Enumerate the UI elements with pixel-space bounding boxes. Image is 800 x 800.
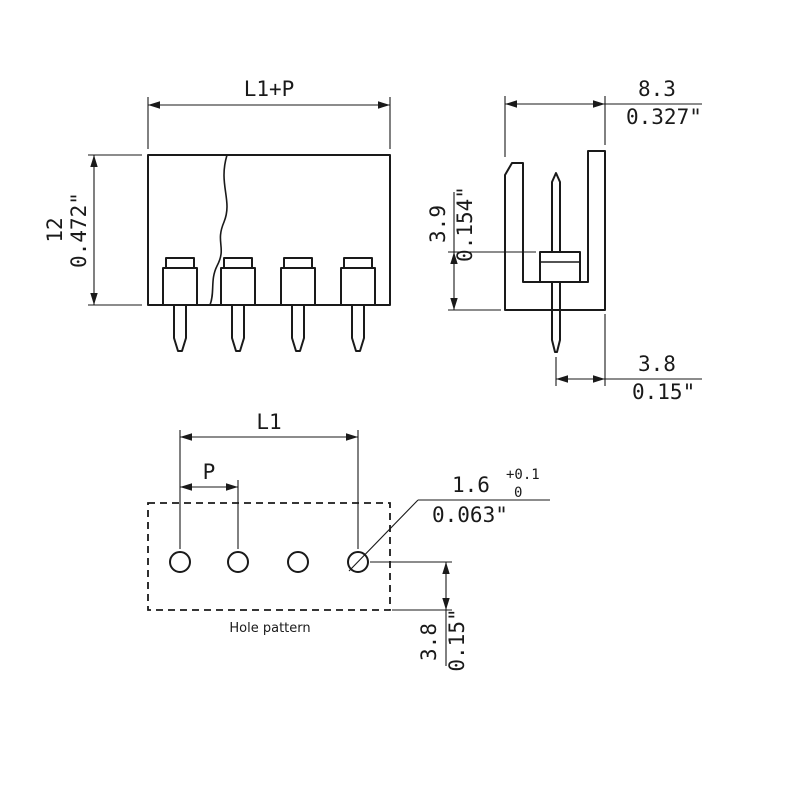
side-view: 8.3 0.327" 3.9 0.154" 3.8 0.15" [426, 77, 702, 404]
pin-collar-top [343, 257, 373, 269]
pin-collar-top [283, 257, 313, 269]
hole-diameter-tol-upper: +0.1 [506, 467, 540, 483]
hole-span-label: L1 [256, 410, 281, 434]
dimension-side-pin-offset: 3.8 0.15" [555, 314, 702, 404]
callout-hole-diameter: 1.6 +0.1 0 0.063" [348, 467, 550, 572]
hole-pitch-label: P [203, 460, 216, 484]
hole-2 [227, 551, 249, 573]
pin-collar-top [165, 257, 195, 269]
hole-diameter-mm: 1.6 [452, 473, 490, 497]
hole-1 [169, 551, 191, 573]
solder-pin-side [551, 281, 561, 353]
dimension-side-shoulder: 3.9 0.154" [426, 186, 536, 311]
leader-line [348, 499, 419, 572]
pin-4 [340, 257, 376, 352]
row-offset-inch: 0.15" [445, 608, 469, 671]
pin-3 [280, 257, 316, 352]
dimension-hole-pitch: P [180, 460, 239, 549]
pin-collar [220, 267, 256, 306]
pin-collar-top [223, 257, 253, 269]
front-view: L1+P 12 0.472" [43, 77, 391, 352]
pin-collar [162, 267, 198, 306]
front-height-inch: 0.472" [67, 192, 91, 268]
solder-pin [173, 304, 187, 352]
hole-diameter-inch: 0.063" [432, 503, 508, 527]
dimension-row-offset: 3.8 0.15" [370, 561, 469, 672]
connector-body-outline [147, 154, 391, 306]
side-shoulder-inch: 0.154" [453, 186, 477, 262]
solder-pin [231, 304, 245, 352]
side-shoulder-mm: 3.9 [426, 205, 450, 243]
dimension-side-depth: 8.3 0.327" [504, 77, 702, 157]
hole-3 [287, 551, 309, 573]
hole-pattern-view: L1 P 1.6 +0.1 0 0.063" 3.8 0.15" Hole pa… [147, 410, 550, 672]
side-pin-offset-inch: 0.15" [632, 380, 695, 404]
side-depth-inch: 0.327" [626, 105, 702, 129]
pin-1 [162, 257, 198, 352]
pin-collar [280, 267, 316, 306]
side-body-outline [504, 150, 606, 311]
side-pin-offset-mm: 3.8 [638, 352, 676, 376]
hole-diameter-tol-lower: 0 [514, 485, 522, 501]
dimension-front-width: L1+P [147, 77, 391, 149]
side-depth-mm: 8.3 [638, 77, 676, 101]
hole-4 [347, 551, 369, 573]
dimension-front-height: 12 0.472" [43, 154, 142, 306]
contact-blade [551, 172, 561, 253]
solder-pin [351, 304, 365, 352]
front-width-label: L1+P [244, 77, 295, 101]
break-line [209, 154, 228, 306]
row-offset-mm: 3.8 [417, 623, 441, 661]
solder-pin [291, 304, 305, 352]
front-height-mm: 12 [43, 217, 67, 242]
pin-2 [220, 257, 256, 352]
hole-pattern-caption: Hole pattern [229, 621, 310, 636]
board-outline-dashed [147, 502, 391, 611]
side-pin-collar [539, 251, 581, 283]
pin-collar [340, 267, 376, 306]
